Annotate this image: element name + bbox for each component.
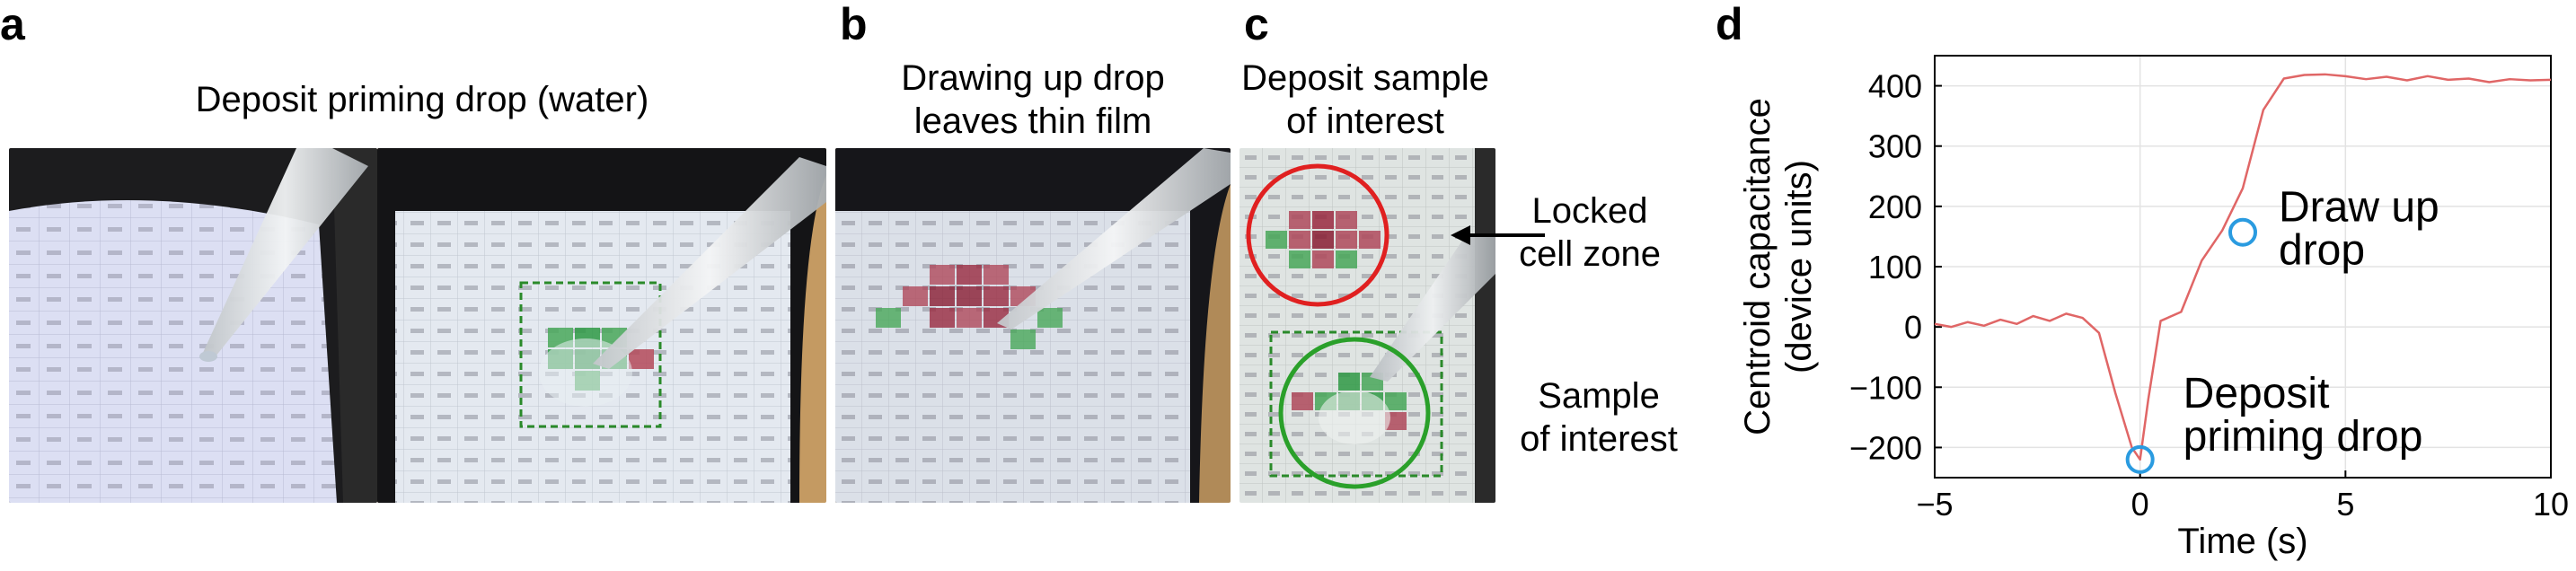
- y-tick-label: −100: [1849, 369, 1922, 406]
- y-tick-label: 300: [1868, 128, 1922, 165]
- series-line: [1934, 73, 2552, 461]
- panel-b-caption-line2: leaves thin film: [913, 101, 1152, 141]
- event-label-line1: Draw up: [2279, 184, 2439, 232]
- panel-c-photo: [1239, 148, 1495, 503]
- event-label-line2: drop: [2279, 227, 2365, 275]
- x-axis-label: Time (s): [2177, 522, 2307, 561]
- x-tick-label: 0: [2131, 486, 2149, 523]
- x-tick-label: −5: [1916, 486, 1953, 523]
- panel-a-photo-right: [377, 148, 826, 503]
- panel-letter-c: c: [1244, 0, 1269, 49]
- event-marker: [2125, 444, 2155, 474]
- y-tick-label: 0: [1904, 309, 1922, 346]
- y-tick-label: 400: [1868, 68, 1922, 105]
- panel-letter-a: a: [0, 0, 25, 49]
- capacitance-chart: −5 0 5 10 −200 −100 0 100 200 300 400 Depositprimi…: [1738, 55, 2569, 561]
- locked-zone-label-line1: Locked: [1531, 191, 1648, 231]
- y-axis-label-line2: (device units): [1779, 160, 1819, 373]
- event-label-line2: priming drop: [2183, 413, 2423, 461]
- panel-b-caption-line1: Drawing up drop: [901, 58, 1165, 98]
- panel-letter-d: d: [1716, 0, 1743, 49]
- panel-letter-b: b: [840, 0, 868, 49]
- panel-a-photo-left: [9, 148, 377, 503]
- y-axis-label-line1: Centroid capacitance: [1738, 98, 1778, 435]
- y-tick-label: 100: [1868, 249, 1922, 286]
- sample-label-line1: Sample: [1538, 376, 1660, 416]
- locked-zone-label-line2: cell zone: [1519, 234, 1661, 274]
- event-marker: [2228, 217, 2257, 247]
- sample-label-line2: of interest: [1520, 419, 1678, 459]
- locked-zone-arrow: [1451, 225, 1545, 245]
- x-tick-label: 5: [2336, 486, 2354, 523]
- x-tick-label: 10: [2533, 486, 2569, 523]
- event-label-line1: Deposit: [2183, 370, 2330, 417]
- y-tick-label: 200: [1868, 189, 1922, 225]
- panel-a-caption: Deposit priming drop (water): [195, 80, 649, 119]
- panel-c-caption-line1: Deposit sample: [1241, 58, 1489, 98]
- y-tick-label: −200: [1849, 429, 1922, 466]
- panel-b-photo: [835, 148, 1231, 503]
- panel-c-caption-line2: of interest: [1286, 101, 1444, 141]
